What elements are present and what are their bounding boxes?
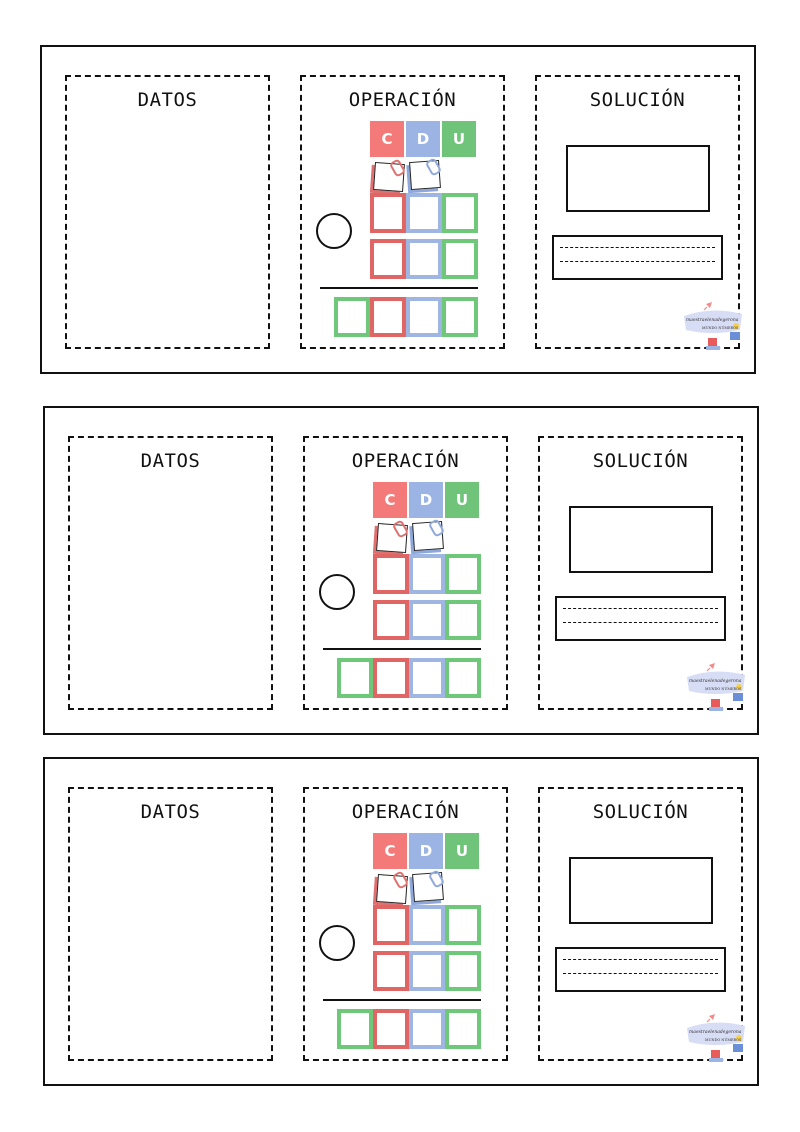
digit-box-row1-c[interactable]	[370, 193, 406, 233]
digit-box-row1-d[interactable]	[409, 905, 445, 945]
logo-subtext: MUNDO NÚMEROS	[705, 687, 742, 691]
writing-line	[560, 247, 715, 248]
answer-number-box[interactable]	[566, 145, 710, 212]
digit-box-row2-d[interactable]	[406, 239, 442, 279]
datos-title: DATOS	[140, 801, 201, 823]
operation-rule	[323, 999, 481, 1001]
answer-number-box[interactable]	[569, 857, 713, 924]
digit-box-row2-u[interactable]	[445, 951, 481, 991]
answer-sentence-box[interactable]	[552, 235, 723, 280]
digit-box-row1-d[interactable]	[406, 193, 442, 233]
problem-card-1: DATOS OPERACIÓN C D U SOLUCIÓN	[40, 45, 756, 374]
operacion-box: OPERACIÓN C D U	[303, 436, 508, 710]
writing-line	[563, 959, 718, 960]
solucion-title: SOLUCIÓN	[592, 801, 689, 823]
brand-logo: maestraelenadegerona MUNDO NÚMEROS	[682, 302, 746, 352]
result-box-d[interactable]	[409, 658, 445, 698]
problem-card-3: DATOS OPERACIÓN C D U SOLUCIÓN	[43, 757, 759, 1086]
digit-box-row2-c[interactable]	[370, 239, 406, 279]
digit-box-row1-u[interactable]	[442, 193, 478, 233]
operation-rule	[320, 287, 478, 289]
operation-rule	[323, 648, 481, 650]
logo-text: maestraelenadegerona	[686, 318, 739, 323]
writing-line	[560, 261, 715, 262]
result-box-d[interactable]	[409, 1009, 445, 1049]
result-box-u[interactable]	[445, 658, 481, 698]
result-box-um[interactable]	[337, 658, 373, 698]
problem-card-2: DATOS OPERACIÓN C D U SOLUCIÓN	[43, 406, 759, 735]
result-box-c[interactable]	[373, 658, 409, 698]
datos-box[interactable]: DATOS	[68, 787, 273, 1061]
result-box-c[interactable]	[373, 1009, 409, 1049]
result-box-u[interactable]	[445, 1009, 481, 1049]
place-value-u: U	[442, 121, 476, 157]
datos-title: DATOS	[140, 450, 201, 472]
digit-box-row2-c[interactable]	[373, 951, 409, 991]
brand-logo-icon	[687, 1014, 745, 1062]
brand-logo: maestraelenadegerona MUNDO NÚMEROS	[685, 1014, 749, 1064]
logo-subtext: MUNDO NÚMEROS	[705, 1038, 742, 1042]
logo-text: maestraelenadegerona	[689, 1030, 742, 1035]
logo-text: maestraelenadegerona	[689, 679, 742, 684]
solucion-title: SOLUCIÓN	[589, 89, 686, 111]
result-box-d[interactable]	[406, 297, 442, 337]
operacion-title: OPERACIÓN	[351, 450, 460, 472]
operacion-title: OPERACIÓN	[351, 801, 460, 823]
operacion-title: OPERACIÓN	[348, 89, 457, 111]
digit-box-row1-u[interactable]	[445, 905, 481, 945]
digit-box-row2-d[interactable]	[409, 951, 445, 991]
digit-box-row1-u[interactable]	[445, 554, 481, 594]
result-box-u[interactable]	[442, 297, 478, 337]
solucion-box: SOLUCIÓN	[538, 787, 743, 1061]
result-box-c[interactable]	[370, 297, 406, 337]
brand-logo-icon	[687, 663, 745, 711]
operacion-box: OPERACIÓN C D U	[300, 75, 505, 349]
answer-number-box[interactable]	[569, 506, 713, 573]
place-value-d: D	[409, 833, 443, 869]
answer-sentence-box[interactable]	[555, 596, 726, 641]
digit-box-row2-u[interactable]	[442, 239, 478, 279]
place-value-u: U	[445, 482, 479, 518]
solucion-box: SOLUCIÓN	[535, 75, 740, 349]
operation-sign-circle[interactable]	[319, 925, 355, 961]
digit-box-row2-u[interactable]	[445, 600, 481, 640]
brand-logo: maestraelenadegerona MUNDO NÚMEROS	[685, 663, 749, 713]
place-value-d: D	[406, 121, 440, 157]
operacion-box: OPERACIÓN C D U	[303, 787, 508, 1061]
datos-box[interactable]: DATOS	[68, 436, 273, 710]
solucion-title: SOLUCIÓN	[592, 450, 689, 472]
brand-logo-icon	[684, 302, 742, 350]
result-box-um[interactable]	[334, 297, 370, 337]
operation-sign-circle[interactable]	[316, 213, 352, 249]
logo-subtext: MUNDO NÚMEROS	[702, 326, 739, 330]
digit-box-row1-c[interactable]	[373, 905, 409, 945]
writing-line	[563, 608, 718, 609]
place-value-c: C	[373, 833, 407, 869]
digit-box-row2-d[interactable]	[409, 600, 445, 640]
answer-sentence-box[interactable]	[555, 947, 726, 992]
datos-box[interactable]: DATOS	[65, 75, 270, 349]
writing-line	[563, 973, 718, 974]
digit-box-row1-d[interactable]	[409, 554, 445, 594]
result-box-um[interactable]	[337, 1009, 373, 1049]
solucion-box: SOLUCIÓN	[538, 436, 743, 710]
place-value-c: C	[373, 482, 407, 518]
operation-sign-circle[interactable]	[319, 574, 355, 610]
digit-box-row1-c[interactable]	[373, 554, 409, 594]
writing-line	[563, 622, 718, 623]
datos-title: DATOS	[137, 89, 198, 111]
place-value-u: U	[445, 833, 479, 869]
place-value-c: C	[370, 121, 404, 157]
digit-box-row2-c[interactable]	[373, 600, 409, 640]
place-value-d: D	[409, 482, 443, 518]
